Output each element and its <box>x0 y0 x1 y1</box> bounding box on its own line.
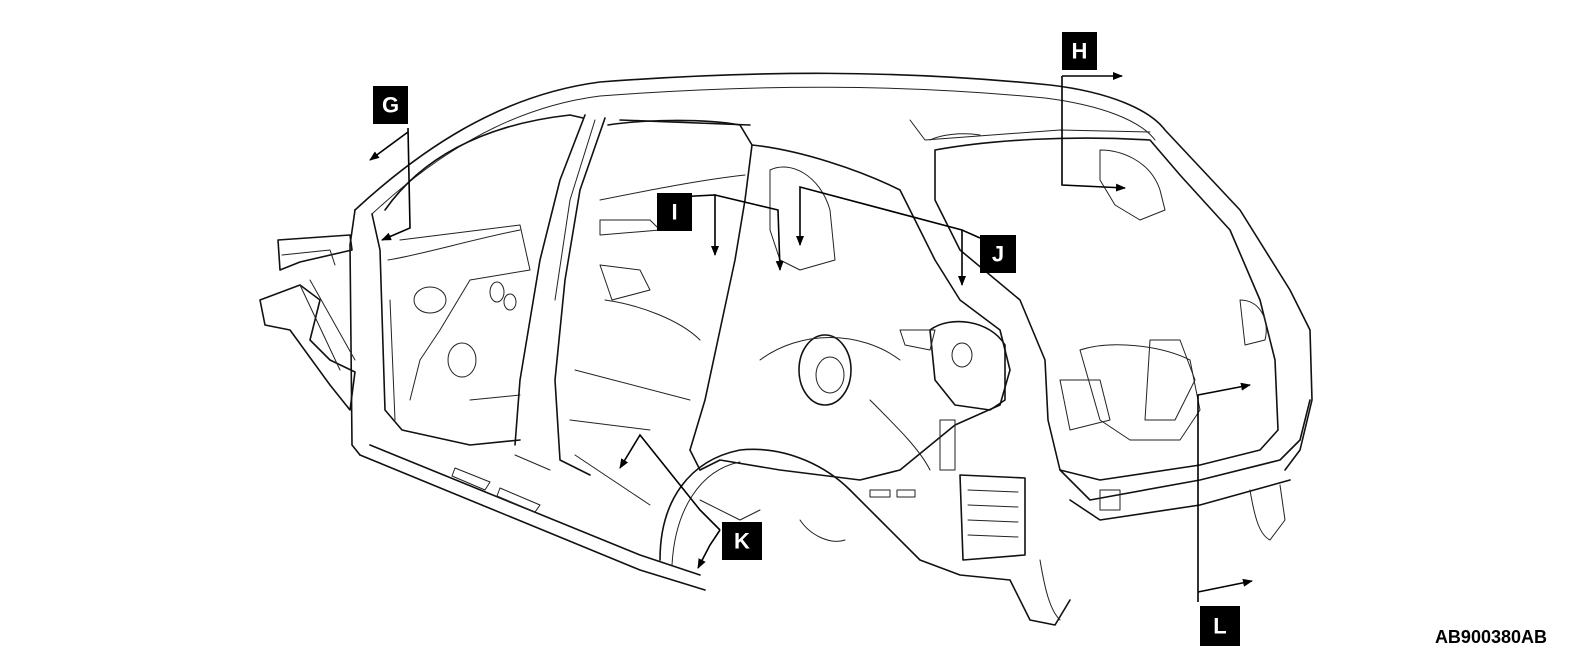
callout-h: H <box>1062 32 1097 70</box>
vehicle-body-illustration <box>259 72 1313 626</box>
a-pillar <box>349 209 361 456</box>
callout-j: J <box>980 235 1016 273</box>
leader-i-2 <box>714 194 784 271</box>
front-bulkhead <box>277 234 353 271</box>
callout-k: K <box>722 522 762 560</box>
callout-i-label: I <box>671 200 677 225</box>
callout-l: L <box>1200 606 1240 646</box>
callout-l-label: L <box>1213 614 1226 639</box>
leader-h <box>1061 76 1126 192</box>
roof-rail-inner <box>371 86 1156 215</box>
callout-g: G <box>373 86 408 124</box>
rear-end-panel <box>1059 399 1311 501</box>
section-arrow-l <box>1197 578 1253 593</box>
rear-door-opening <box>607 119 753 451</box>
figure-id-label: AB900380AB <box>1434 627 1547 647</box>
section-arrow-g <box>369 131 409 161</box>
quarter-panel <box>689 144 1011 481</box>
callout-j-label: J <box>992 242 1004 267</box>
callout-k-label: K <box>734 529 750 554</box>
leader-k-1 <box>619 433 721 531</box>
callout-g-label: G <box>382 93 399 118</box>
tailgate-opening <box>934 137 1279 481</box>
leader-g <box>381 127 411 241</box>
leader-k-2 <box>697 529 721 569</box>
leader-l <box>1197 382 1251 602</box>
b-pillar <box>514 114 586 446</box>
callout-i: I <box>657 193 692 231</box>
leader-j-1 <box>796 185 981 246</box>
callout-h-label: H <box>1072 39 1088 64</box>
roof-outline <box>354 72 1313 471</box>
fuel-door <box>798 334 852 406</box>
side-sill <box>359 454 706 591</box>
leader-lines <box>369 72 1253 602</box>
front-door-opening <box>384 114 584 211</box>
rear-wheel-arch <box>659 448 851 561</box>
